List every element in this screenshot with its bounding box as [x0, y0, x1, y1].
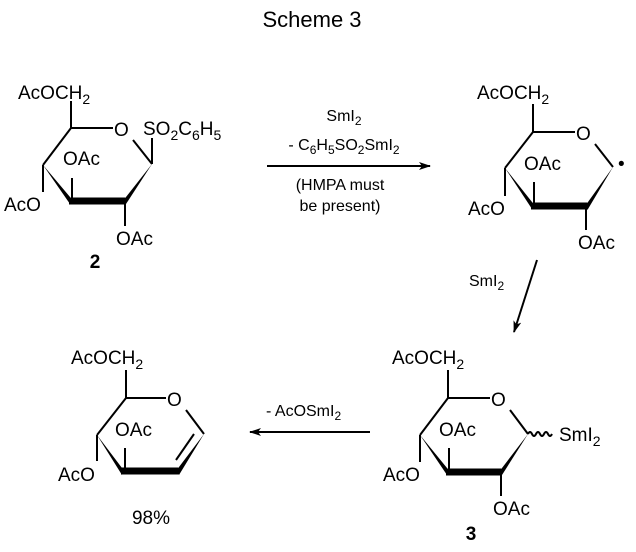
reaction-arrow-1: SmI2 - C6H5SO2SmI2 (HMPA must be present…	[267, 108, 431, 215]
bond	[594, 143, 614, 168]
aco-left-label: AcO	[383, 465, 420, 486]
aco-left-label: AcO	[4, 195, 41, 216]
glycal-product: AcOCH2 O OAc AcO 98%	[58, 348, 205, 529]
oac-axial-label: OAc	[63, 149, 100, 170]
oac-bottom-label: OAc	[116, 229, 153, 250]
acoch2-label: AcOCH2	[18, 83, 90, 107]
bond	[419, 397, 449, 436]
acoch2-label: AcOCH2	[71, 348, 143, 372]
wedge-bond	[502, 434, 528, 475]
sami2-label: SmI2	[559, 425, 601, 449]
hmpa-note-line1: (HMPA must	[296, 177, 385, 194]
wedge-bond	[126, 164, 152, 204]
wedge-bond	[420, 435, 447, 475]
reaction-arrow-3: - AcOSmI2	[249, 403, 370, 436]
phenylsulfonyl-label: SO2C6H5	[143, 119, 222, 143]
arrow-line	[513, 259, 538, 333]
ring-oxygen: O	[114, 120, 129, 141]
oac-axial-label: OAc	[115, 420, 152, 441]
wedge-bond	[505, 168, 532, 209]
acoch2-label: AcOCH2	[477, 83, 549, 107]
compound-2: AcOCH2 O SO2C6H5 OAc AcO OAc 2	[4, 83, 222, 273]
compound-number-2: 2	[90, 252, 101, 273]
ring-oxygen: O	[576, 124, 591, 145]
double-bond-inner	[175, 433, 195, 461]
acoch2-label: AcOCH2	[392, 348, 464, 372]
bond	[509, 409, 529, 435]
wedge-bond	[588, 167, 613, 209]
radical-dot: •	[618, 154, 625, 175]
oac-bottom-label: OAc	[493, 499, 530, 520]
wedge-bond	[43, 165, 70, 204]
bond	[42, 127, 72, 166]
reagent-smi2: SmI2	[469, 273, 504, 293]
bond	[504, 131, 534, 169]
oac-axial-label: OAc	[439, 420, 476, 441]
oac-bottom-label: OAc	[578, 233, 615, 254]
wedge-bond	[97, 435, 122, 475]
hmpa-note-line2: be present)	[300, 198, 381, 215]
wedge-bond	[179, 434, 204, 475]
bond	[132, 139, 153, 165]
aco-left-label: AcO	[58, 465, 95, 486]
reagent-smi2: SmI2	[326, 108, 361, 128]
ring-oxygen: O	[167, 390, 182, 411]
scheme-title: Scheme 3	[262, 7, 361, 32]
anomeric-radical: AcOCH2 O • OAc AcO OAc	[468, 83, 625, 254]
bond	[185, 409, 205, 435]
ring-oxygen: O	[491, 390, 506, 411]
byproduct-label: - AcOSmI2	[266, 403, 341, 423]
yield-label: 98%	[132, 508, 170, 529]
byproduct-label: - C6H5SO2SmI2	[288, 137, 400, 157]
aco-left-label: AcO	[468, 199, 505, 220]
compound-3: AcOCH2 O SmI2 OAc AcO OAc 3	[383, 348, 601, 545]
bond	[96, 397, 127, 436]
wavy-bond	[527, 431, 553, 437]
reaction-arrow-2: SmI2	[469, 259, 538, 333]
oac-axial-label: OAc	[524, 154, 561, 175]
compound-number-3: 3	[466, 524, 477, 545]
